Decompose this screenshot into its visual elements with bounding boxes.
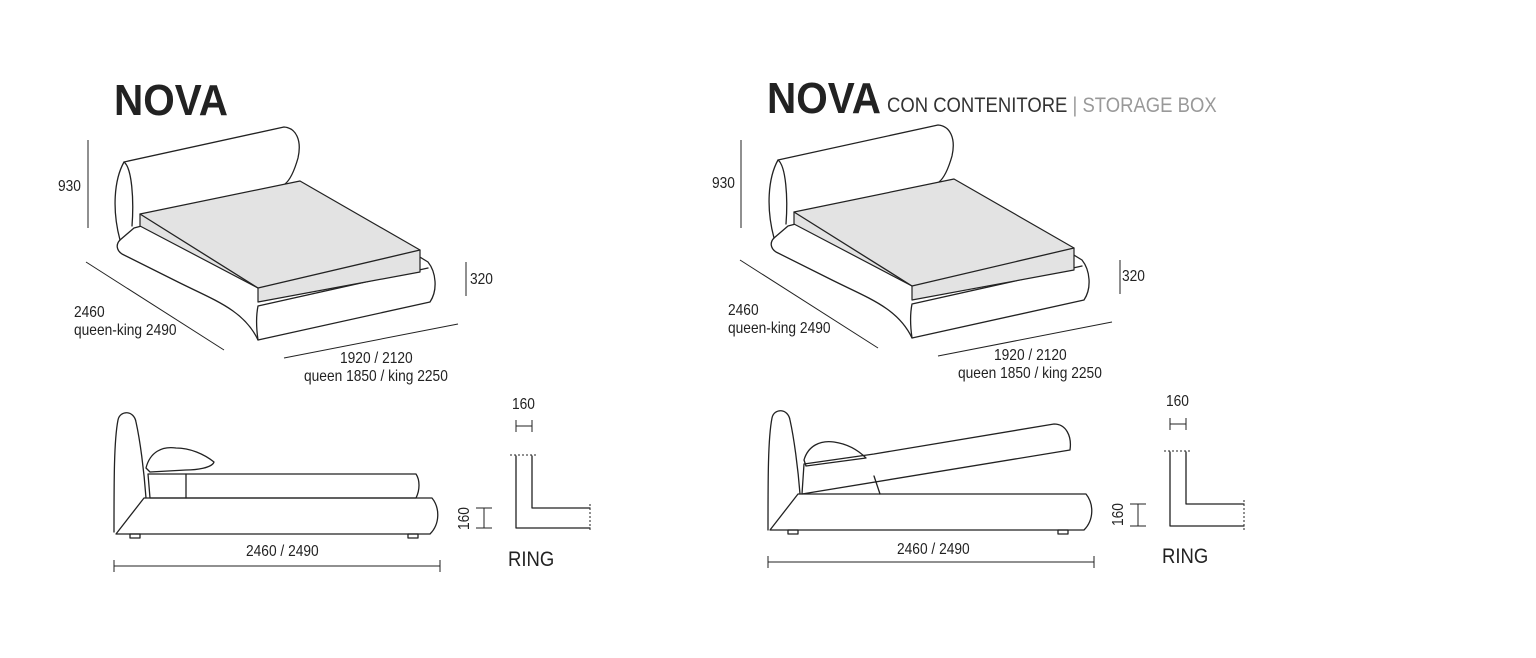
side-headboard xyxy=(767,410,801,531)
width-alt-dim: queen 1850 / king 2250 xyxy=(304,368,448,385)
base-height-dim: 320 xyxy=(470,271,493,288)
side-base xyxy=(769,493,1093,531)
ring-top-dim: 160 xyxy=(512,396,535,413)
base-height-dim: 320 xyxy=(1122,268,1145,285)
product-title: NOVA xyxy=(114,76,228,125)
subtitle-english: STORAGE BOX xyxy=(1082,94,1217,117)
width-dim-line xyxy=(283,323,459,359)
side-pillow xyxy=(145,446,215,473)
side-headboard xyxy=(113,412,147,533)
nova-storage-panel: NOVA CON CONTENITORE | STORAGE BOX xyxy=(654,0,1422,658)
nova-storage-bed-drawing xyxy=(739,124,1245,568)
side-length-dim: 2460 / 2490 xyxy=(246,543,319,560)
ring-label: RING xyxy=(508,548,555,571)
length-dim: 2460 xyxy=(728,302,759,319)
bed-base xyxy=(116,183,436,341)
product-subtitle: CON CONTENITORE | STORAGE BOX xyxy=(887,94,1217,118)
width-alt-dim: queen 1850 / king 2250 xyxy=(958,365,1102,382)
length-dim-line xyxy=(85,261,225,351)
subtitle-italian: CON CONTENITORE xyxy=(887,94,1068,117)
side-lifted-mattress xyxy=(801,423,1072,495)
mattress xyxy=(793,178,1075,301)
width-dim: 1920 / 2120 xyxy=(340,350,413,367)
bed-base xyxy=(770,181,1090,339)
length-dim-line xyxy=(739,259,879,349)
height-dim: 930 xyxy=(712,175,735,192)
side-base xyxy=(115,497,439,535)
width-dim-line xyxy=(937,321,1113,357)
subtitle-separator: | xyxy=(1072,94,1078,117)
ring-profile xyxy=(1169,451,1245,527)
headboard xyxy=(114,126,300,241)
ring-side-dim: 160 xyxy=(1110,503,1127,526)
nova-bed-drawing xyxy=(85,126,591,572)
nova-panel: NOVA xyxy=(58,76,591,572)
ring-top-dim: 160 xyxy=(1166,393,1189,410)
product-title: NOVA xyxy=(767,74,881,123)
ring-profile xyxy=(515,455,591,529)
ring-side-dim: 160 xyxy=(456,507,473,530)
ring-label: RING xyxy=(1162,545,1209,568)
width-dim: 1920 / 2120 xyxy=(994,347,1067,364)
length-alt-dim: queen-king 2490 xyxy=(728,320,831,337)
length-dim: 2460 xyxy=(74,304,105,321)
side-lift-arm xyxy=(873,475,881,495)
headboard xyxy=(768,124,954,239)
side-length-dim: 2460 / 2490 xyxy=(897,541,970,558)
side-mattress xyxy=(147,473,420,499)
height-dim: 930 xyxy=(58,178,81,195)
length-alt-dim: queen-king 2490 xyxy=(74,322,177,339)
mattress xyxy=(139,180,421,303)
